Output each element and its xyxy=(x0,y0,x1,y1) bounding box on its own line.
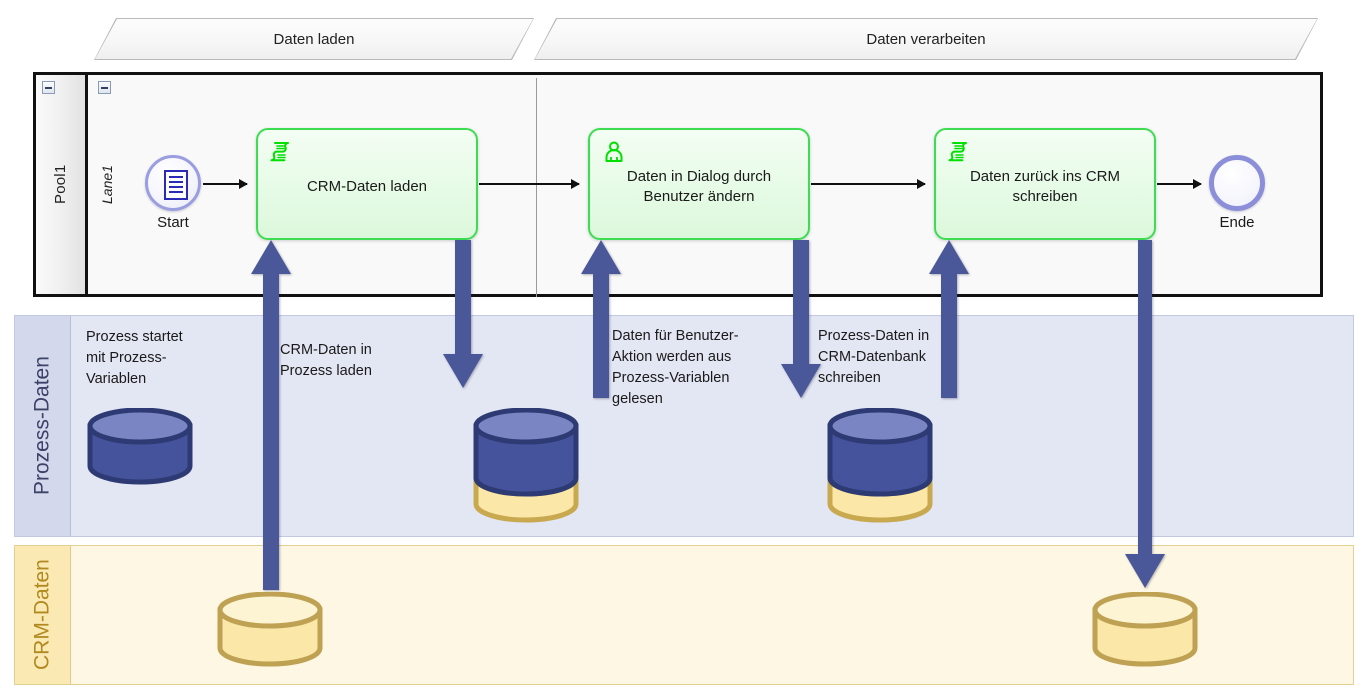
phase-2-fill xyxy=(535,19,1317,59)
datastore-crm-database-target xyxy=(1092,592,1198,667)
user-task-icon xyxy=(605,141,623,162)
script-task-icon xyxy=(270,142,289,162)
task-1-label: CRM-Daten laden xyxy=(306,177,428,195)
data-flow-process-to-crm-write xyxy=(1125,240,1165,588)
end-event-label: Ende xyxy=(1219,214,1255,231)
data-flow-process-store-after-user xyxy=(781,240,821,398)
pool-header[interactable]: Pool1 xyxy=(36,75,88,294)
phase-header-daten-laden[interactable]: Daten laden xyxy=(94,18,534,60)
message-document-icon xyxy=(164,170,188,200)
data-flow-crm-to-process-load xyxy=(251,240,291,590)
start-event[interactable] xyxy=(145,155,201,211)
phase-1-fill xyxy=(95,19,533,59)
phase-2-label: Daten verarbeiten xyxy=(866,30,986,48)
data-flow-process-read-for-user xyxy=(581,240,621,398)
note-crm-daten-in-prozess-laden: CRM-Daten in Prozess laden xyxy=(280,342,372,380)
task-daten-in-dialog-aendern[interactable]: Daten in Dialog durch Benutzer ändern xyxy=(588,128,810,240)
sequence-flow-task2-to-task3 xyxy=(811,179,926,189)
band-crm-daten-header: CRM-Daten xyxy=(15,546,71,684)
phase-header-daten-verarbeiten[interactable]: Daten verarbeiten xyxy=(534,18,1318,60)
band-prozess-daten-header: Prozess-Daten xyxy=(15,316,71,536)
lane-title: Lane1 xyxy=(99,165,115,204)
lane-header[interactable]: Lane1 xyxy=(88,75,126,294)
task-2-label: Daten in Dialog durch Benutzer ändern xyxy=(626,167,772,205)
script-task-icon xyxy=(948,142,967,162)
task-crm-daten-laden[interactable]: CRM-Daten laden xyxy=(256,128,478,240)
task-3-label: Daten zurück ins CRM schreiben xyxy=(969,167,1121,205)
sequence-flow-start-to-task1 xyxy=(203,179,248,189)
datastore-process-variables-empty xyxy=(87,408,193,485)
note-daten-fuer-benutzer-aktion: Daten für Benutzer- Aktion werden aus Pr… xyxy=(612,328,739,408)
minus-box-icon-pool[interactable] xyxy=(42,81,55,94)
datastore-process-variables-loaded xyxy=(473,408,579,523)
note-prozess-startet: Prozess startet mit Prozess- Variablen xyxy=(86,329,183,388)
end-event[interactable] xyxy=(1209,155,1265,211)
sequence-flow-task3-to-end xyxy=(1157,179,1202,189)
phase-divider-line xyxy=(536,78,537,297)
data-flow-process-read-for-write xyxy=(929,240,969,398)
band-prozess-daten-label: Prozess-Daten xyxy=(30,356,54,496)
data-flow-process-store-after-load xyxy=(443,240,483,388)
note-prozess-daten-in-crm-datenbank: Prozess-Daten in CRM-Datenbank schreiben xyxy=(818,328,930,387)
phase-1-label: Daten laden xyxy=(273,30,355,48)
sequence-flow-task1-to-task2 xyxy=(479,179,580,189)
band-crm-daten-label: CRM-Daten xyxy=(30,559,54,671)
start-event-label: Start xyxy=(157,214,189,231)
minus-box-icon-lane[interactable] xyxy=(98,81,111,94)
band-prozess-daten: Prozess-Daten xyxy=(14,315,1354,537)
task-daten-zurueck-ins-crm[interactable]: Daten zurück ins CRM schreiben xyxy=(934,128,1156,240)
datastore-crm-database-source xyxy=(217,592,323,667)
pool-title: Pool1 xyxy=(52,164,69,205)
datastore-process-variables-modified xyxy=(827,408,933,523)
